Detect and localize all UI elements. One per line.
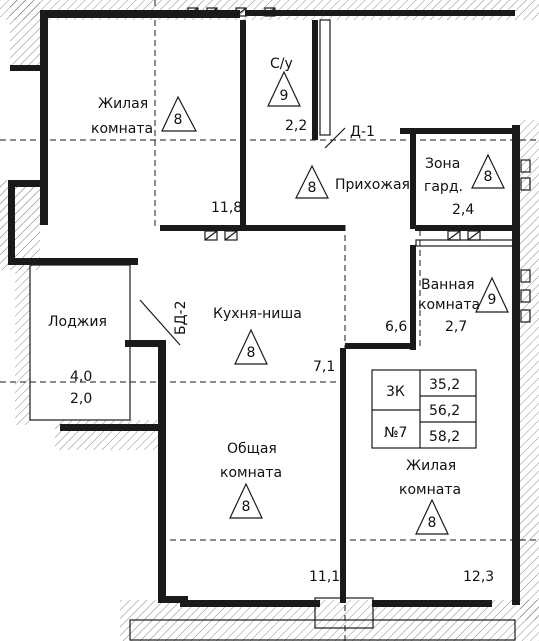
room-area: 7,1 xyxy=(313,359,335,375)
room-loggia: Лоджия 4,0 2,0 xyxy=(48,314,107,407)
room-area-line2: 2,0 xyxy=(70,391,92,407)
category-number: 8 xyxy=(247,345,256,361)
room-area: 2,7 xyxy=(445,319,467,335)
room-area-line1: 4,0 xyxy=(70,369,92,385)
category-number: 8 xyxy=(484,169,493,185)
room-name: С/у xyxy=(270,56,293,72)
room-bathroom: Ванная комната 9 2,7 xyxy=(418,276,509,335)
door-d1-label: Д-1 xyxy=(350,124,375,140)
summary-table: 3К №7 35,2 56,2 58,2 xyxy=(371,369,477,449)
category-number: 8 xyxy=(308,180,317,196)
summary-number: №7 xyxy=(384,425,407,441)
room-name: Прихожая xyxy=(335,177,410,193)
room-common: Общая комната 8 11,1 xyxy=(220,441,340,585)
category-triangle xyxy=(161,95,197,132)
room-name-line2: гард. xyxy=(424,179,463,195)
room-hallway: 8 Прихожая 6,6 xyxy=(295,164,410,335)
category-number: 9 xyxy=(488,292,497,308)
room-name: Лоджия xyxy=(48,314,107,330)
room-name-line1: Зона xyxy=(425,156,460,172)
door-bd2-leader xyxy=(139,299,181,346)
room-area: 11,8 xyxy=(211,200,242,216)
room-kitchen-niche: Кухня-ниша 8 7,1 xyxy=(213,306,335,375)
room-name-line1: Ванная xyxy=(421,277,475,293)
room-name-line2: комната xyxy=(220,465,282,481)
room-name-line2: комната xyxy=(418,297,480,313)
room-living-1: Жилая комната 8 11,8 xyxy=(91,95,242,216)
room-area: 2,4 xyxy=(452,202,474,218)
category-triangle xyxy=(295,164,329,199)
room-name-line1: Общая xyxy=(227,441,277,457)
category-triangle xyxy=(475,276,509,313)
door-d1-leader xyxy=(324,127,346,149)
room-bathroom-small: С/у 9 2,2 xyxy=(267,56,307,134)
category-triangle xyxy=(229,482,263,519)
summary-area-total: 56,2 xyxy=(429,403,460,419)
category-number: 8 xyxy=(242,499,251,515)
category-triangle xyxy=(415,498,449,535)
hall-area: 6,6 xyxy=(385,319,407,335)
room-name-line2: комната xyxy=(399,482,461,498)
category-number: 9 xyxy=(280,88,289,104)
category-triangle xyxy=(234,328,268,365)
room-name-line1: Жилая xyxy=(98,96,148,112)
interior-walls xyxy=(160,19,517,603)
category-number: 8 xyxy=(428,515,437,531)
door-bd2-label: БД-2 xyxy=(173,300,189,335)
room-name-line2: комната xyxy=(91,121,153,137)
room-area: 11,1 xyxy=(309,569,340,585)
category-triangle xyxy=(471,153,505,189)
summary-area-with-loggia: 58,2 xyxy=(429,429,460,445)
summary-rooms-code: 3К xyxy=(386,384,405,400)
room-area: 12,3 xyxy=(463,569,494,585)
summary-area-living: 35,2 xyxy=(429,377,460,393)
room-area: 2,2 xyxy=(285,118,307,134)
category-number: 8 xyxy=(174,112,183,128)
room-living-2: Жилая комната 8 12,3 xyxy=(399,458,494,585)
room-wardrobe: Зона гард. 8 2,4 xyxy=(424,153,505,218)
room-name: Кухня-ниша xyxy=(213,306,302,322)
window-markers xyxy=(187,7,531,323)
room-name-line1: Жилая xyxy=(406,458,456,474)
category-triangle xyxy=(267,70,301,107)
